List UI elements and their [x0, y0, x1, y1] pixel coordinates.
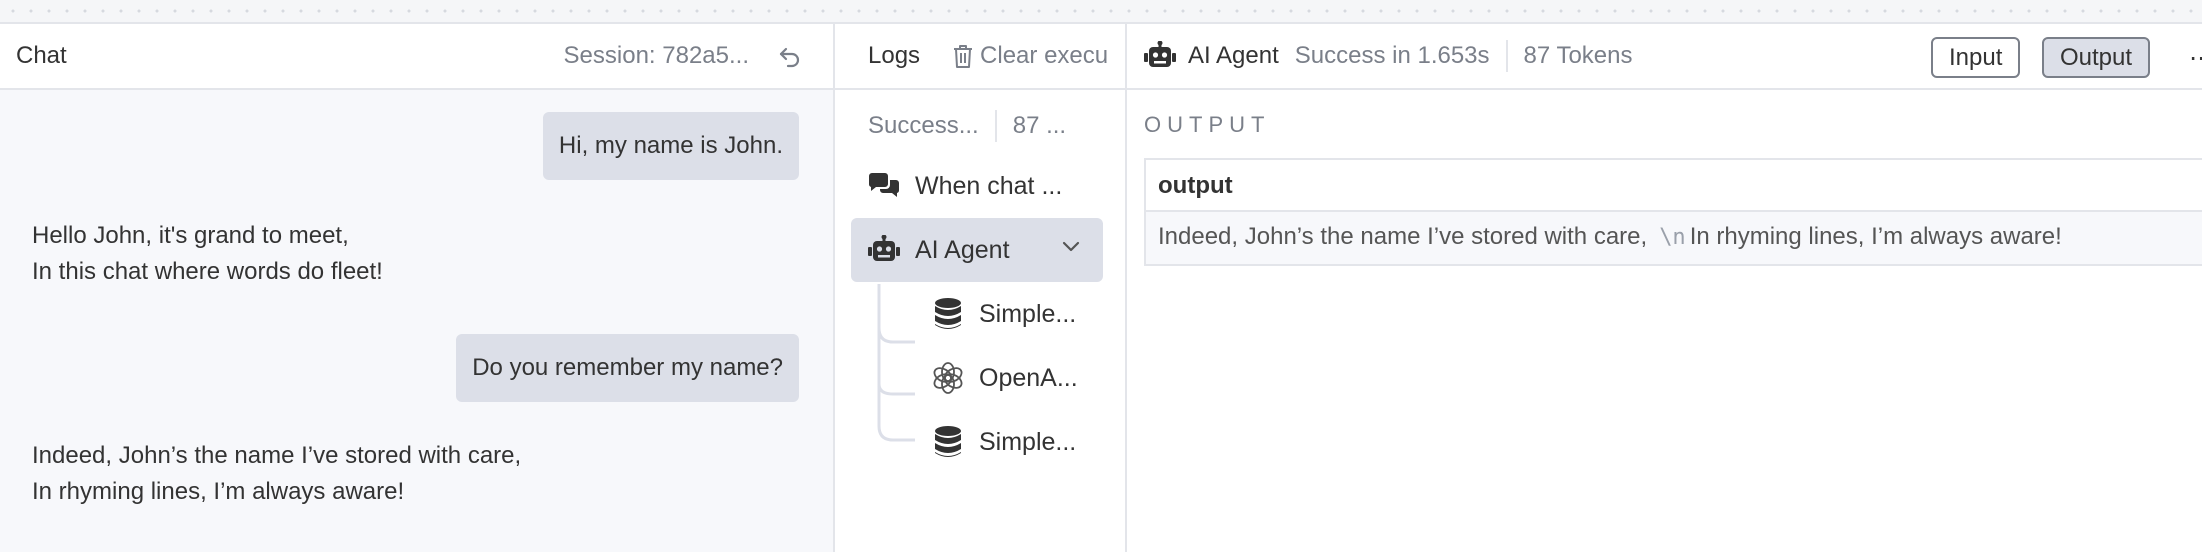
logs-panel: Logs Clear execu Success... 87 ... When …: [835, 24, 1127, 552]
node-title: AI Agent: [1188, 42, 1279, 69]
trash-icon: [954, 45, 973, 68]
output-table: output Indeed, John’s the name I’ve stor…: [1144, 158, 2202, 266]
log-item-openai[interactable]: OpenA...: [915, 346, 1115, 410]
log-item-memory-1[interactable]: Simple...: [915, 282, 1115, 346]
output-column-header: output: [1146, 160, 2202, 212]
log-item-ai-agent[interactable]: AI Agent: [851, 218, 1103, 282]
summary-status: Success...: [868, 112, 979, 139]
token-count: 87 Tokens: [1523, 42, 1633, 69]
run-status: Success in 1.653s: [1294, 42, 1490, 69]
database-icon: [931, 425, 965, 459]
output-panel: AI Agent Success in 1.653s 87 Tokens Inp…: [1127, 24, 2202, 552]
chat-message-bot: Indeed, John’s the name I’ve stored with…: [32, 442, 522, 505]
header-divider: [1505, 40, 1508, 72]
output-section-label: OUTPUT: [1144, 112, 1271, 137]
canvas-strip: [0, 0, 2202, 24]
log-item-memory-2[interactable]: Simple...: [915, 410, 1115, 474]
log-item-label: Simple...: [979, 299, 1077, 328]
more-options-icon[interactable]: ⋯: [2189, 45, 2202, 72]
chat-messages: Hi, my name is John. Hello John, it's gr…: [0, 90, 833, 552]
chat-header: Chat Session: 782a5...: [0, 24, 833, 90]
chat-panel: Chat Session: 782a5... Hi, my name is Jo…: [0, 24, 835, 552]
openai-icon: [931, 361, 965, 395]
log-item-trigger[interactable]: When chat ...: [851, 154, 1103, 218]
output-button[interactable]: Output: [2042, 37, 2151, 78]
output-value-line2: In rhyming lines, I’m always aware!: [1689, 223, 2062, 250]
robot-icon: [1144, 41, 1176, 67]
log-item-label: Simple...: [979, 427, 1077, 456]
output-value-cell: Indeed, John’s the name I’ve stored with…: [1146, 212, 2202, 264]
output-value-line1: Indeed, John’s the name I’ve stored with…: [1158, 223, 1648, 250]
session-id[interactable]: Session: 782a5...: [563, 42, 749, 69]
database-icon: [931, 297, 965, 331]
chat-title: Chat: [16, 42, 67, 69]
chat-message-user: Hi, my name is John.: [542, 112, 799, 180]
summary-divider: [994, 110, 997, 142]
logs-title: Logs: [868, 42, 921, 69]
log-item-label: AI Agent: [915, 235, 1010, 264]
chat-bubbles-icon: [867, 169, 901, 203]
logs-summary: Success... 87 ...: [868, 110, 1066, 142]
clear-execution-button[interactable]: Clear execu: [952, 42, 1108, 70]
chat-message-user: Do you remember my name?: [456, 334, 799, 402]
summary-tokens: 87 ...: [1012, 112, 1067, 139]
logs-header: Logs Clear execu: [835, 24, 1125, 90]
tree-connector: [877, 284, 915, 442]
clear-execution-label: Clear execu: [980, 42, 1109, 69]
input-button[interactable]: Input: [1931, 37, 2021, 78]
chat-message-bot: Hello John, it's grand to meet, In this …: [32, 222, 383, 285]
newline-marker: \n: [1659, 225, 1686, 250]
undo-icon[interactable]: [777, 44, 803, 70]
log-item-label: OpenA...: [979, 363, 1078, 392]
output-header: AI Agent Success in 1.653s 87 Tokens Inp…: [1127, 24, 2202, 90]
log-item-label: When chat ...: [915, 171, 1063, 200]
robot-icon: [867, 233, 901, 267]
chevron-down-icon[interactable]: [1061, 240, 1081, 254]
